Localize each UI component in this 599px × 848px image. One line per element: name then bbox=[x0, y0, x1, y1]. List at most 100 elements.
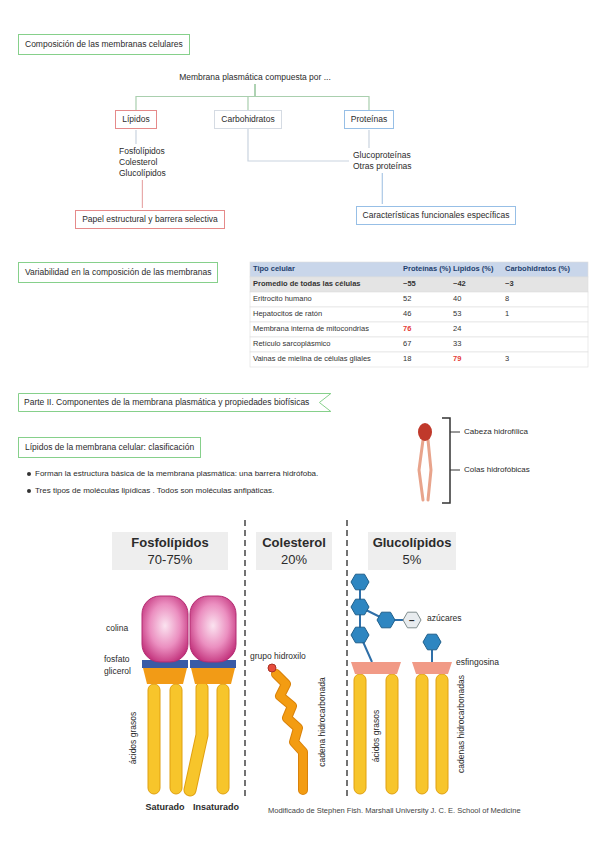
table-row bbox=[250, 262, 588, 277]
category-box: Proteínas bbox=[344, 110, 394, 129]
glycolipid-right bbox=[412, 634, 452, 794]
node-text: Lípidos bbox=[122, 114, 149, 125]
tree-connector bbox=[382, 173, 383, 204]
node-text: Papel estructural y barrera selectiva bbox=[82, 214, 218, 225]
table-cell: Membrana interna de mitocondrias bbox=[250, 322, 400, 337]
percentage: 5% bbox=[403, 552, 422, 568]
tree-connector bbox=[135, 130, 136, 144]
column-heading: Glucolípidos bbox=[373, 535, 452, 551]
column-heading: Colesterol bbox=[262, 535, 326, 551]
table-cell: 52 bbox=[400, 292, 450, 307]
header-panel bbox=[256, 532, 332, 570]
table-cell: Eritrocito humano bbox=[250, 292, 400, 307]
node-text: Otras proteínas bbox=[353, 161, 412, 172]
node-text: Glucoproteínas bbox=[353, 150, 412, 161]
node-text: Características funcionales específicas bbox=[363, 210, 510, 221]
table-cell: 33 bbox=[450, 337, 502, 352]
credit-note: Modificado de Stephen Fish. Marshall Uni… bbox=[268, 806, 521, 815]
node-text: Proteínas bbox=[351, 114, 387, 125]
table-cell: 79 bbox=[450, 352, 502, 367]
role-box: Características funcionales específicas bbox=[356, 206, 517, 225]
glycolipid-left bbox=[351, 574, 421, 794]
part-label: ácidos grasos bbox=[371, 710, 382, 762]
node-text: Composición de las membranas celulares bbox=[25, 39, 183, 50]
category-box: Carbohidratos bbox=[214, 110, 281, 129]
header-panel bbox=[368, 532, 456, 570]
node-text: Colesterol bbox=[119, 157, 166, 168]
part-label: Colas hidrofóbicas bbox=[464, 465, 530, 475]
table-row bbox=[250, 307, 588, 322]
part-label: ácidos grasos bbox=[128, 712, 139, 764]
table-row bbox=[250, 322, 588, 337]
item-list: FosfolípidosColesterolGlucolípidos bbox=[118, 146, 167, 179]
separator bbox=[244, 520, 246, 800]
table-cell: 67 bbox=[400, 337, 450, 352]
table-row bbox=[250, 337, 588, 352]
bullet-dot bbox=[27, 489, 31, 493]
table-cell: ~55 bbox=[400, 277, 450, 292]
table-cell: 8 bbox=[502, 292, 588, 307]
column-heading: Fosfolípidos bbox=[131, 535, 208, 551]
table-cell: Hepatocitos de ratón bbox=[250, 307, 400, 322]
table-cell: 53 bbox=[450, 307, 502, 322]
bullet-text: Forman la estructura básica de la membra… bbox=[35, 469, 318, 479]
tree-connector bbox=[368, 130, 369, 148]
node-text: Carbohidratos bbox=[221, 114, 274, 125]
node-text: Parte II. Componentes de la membrana pla… bbox=[24, 397, 309, 408]
tree-connector bbox=[255, 84, 369, 110]
separator bbox=[346, 520, 348, 800]
part-label: colina bbox=[106, 623, 128, 634]
tree-connector bbox=[248, 84, 255, 110]
section-heading: Variabilidad en la composición de las me… bbox=[18, 262, 218, 283]
header-panel bbox=[112, 532, 228, 570]
tree-connector bbox=[136, 84, 255, 110]
table-cell: Lípidos (%) bbox=[450, 262, 502, 277]
bullet-text: Tres tipos de moléculas lipídicas . Todo… bbox=[35, 486, 274, 496]
percentage: 20% bbox=[281, 552, 307, 568]
node-text: Fosfolípidos bbox=[119, 146, 166, 157]
table-cell: 40 bbox=[450, 292, 502, 307]
tree-root-text: Membrana plasmática compuesta por ... bbox=[178, 72, 332, 83]
table-cell: 18 bbox=[400, 352, 450, 367]
table-cell: 3 bbox=[502, 352, 588, 367]
phospholipid-unsaturated bbox=[190, 596, 236, 794]
amphipathic-icon bbox=[418, 418, 460, 503]
table-cell: Proteínas (%) bbox=[400, 262, 450, 277]
item-list: GlucoproteínasOtras proteínas bbox=[352, 150, 413, 172]
part-label: cadenas hidrocarbonadas bbox=[456, 675, 467, 773]
part-label: grupo hidroxilo bbox=[250, 651, 306, 662]
table-cell: ~3 bbox=[502, 277, 588, 292]
table-cell: Promedio de todas las células bbox=[250, 277, 400, 292]
node-text: Variabilidad en la composición de las me… bbox=[25, 267, 211, 278]
section-heading: Composición de las membranas celulares bbox=[18, 34, 190, 55]
variant-label: Insaturado bbox=[193, 802, 239, 813]
part-label: esfingosina bbox=[456, 657, 499, 668]
tree-connector bbox=[248, 129, 349, 161]
table-cell: Tipo celular bbox=[250, 262, 400, 277]
part-label: glicerol bbox=[104, 666, 131, 677]
node-text: Membrana plasmática compuesta por ... bbox=[179, 72, 331, 83]
part-label: cadena hidrocarbonada bbox=[317, 677, 328, 766]
charge-symbol: − bbox=[409, 614, 415, 627]
table-cell: Carbohidratos (%) bbox=[502, 262, 588, 277]
part-label: fosfato bbox=[104, 654, 130, 665]
section-heading: Lípidos de la membrana celular: clasific… bbox=[18, 437, 201, 458]
table-cell: 1 bbox=[502, 307, 588, 322]
tree-connector bbox=[142, 180, 143, 208]
node-text: Glucolípidos bbox=[119, 168, 166, 179]
variant-label: Saturado bbox=[145, 802, 184, 813]
table-cell: Retículo sarcoplásmico bbox=[250, 337, 400, 352]
phospholipid-saturated bbox=[142, 596, 188, 794]
bullet-dot bbox=[27, 472, 31, 476]
part-label: Cabeza hidrofílica bbox=[464, 427, 528, 437]
percentage: 70-75% bbox=[148, 552, 193, 568]
part-banner: Parte II. Componentes de la membrana pla… bbox=[18, 393, 331, 412]
category-box: Lípidos bbox=[115, 110, 156, 129]
table-cell: 24 bbox=[450, 322, 502, 337]
table-row bbox=[250, 292, 588, 307]
table-cell: ~42 bbox=[450, 277, 502, 292]
table-cell: 46 bbox=[400, 307, 450, 322]
table-row bbox=[250, 277, 588, 292]
node-text: Lípidos de la membrana celular: clasific… bbox=[25, 442, 194, 453]
